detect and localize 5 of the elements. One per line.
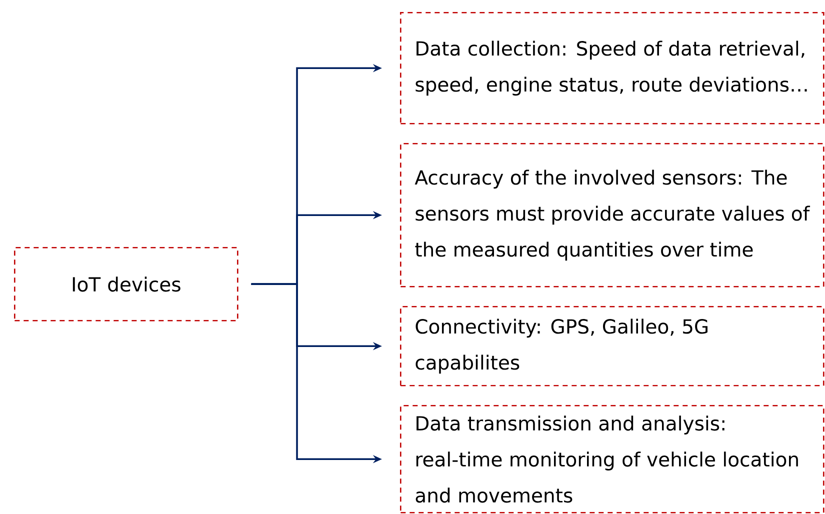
- topic-box: IoT devices: [14, 247, 238, 322]
- description-box: Data transmission and analysis: real-time monitoring of vehicle location and movements: [400, 405, 824, 514]
- description-box: Connectivity: GPS, Galileo, 5G capabilites: [400, 306, 824, 386]
- description-box: Accuracy of the involved sensors: The sensors must provide accurate values of the measured quantities over time: [400, 143, 824, 288]
- description-box: Data collection: Speed of data retrieval, speed, engine status, route deviations…: [400, 12, 824, 124]
